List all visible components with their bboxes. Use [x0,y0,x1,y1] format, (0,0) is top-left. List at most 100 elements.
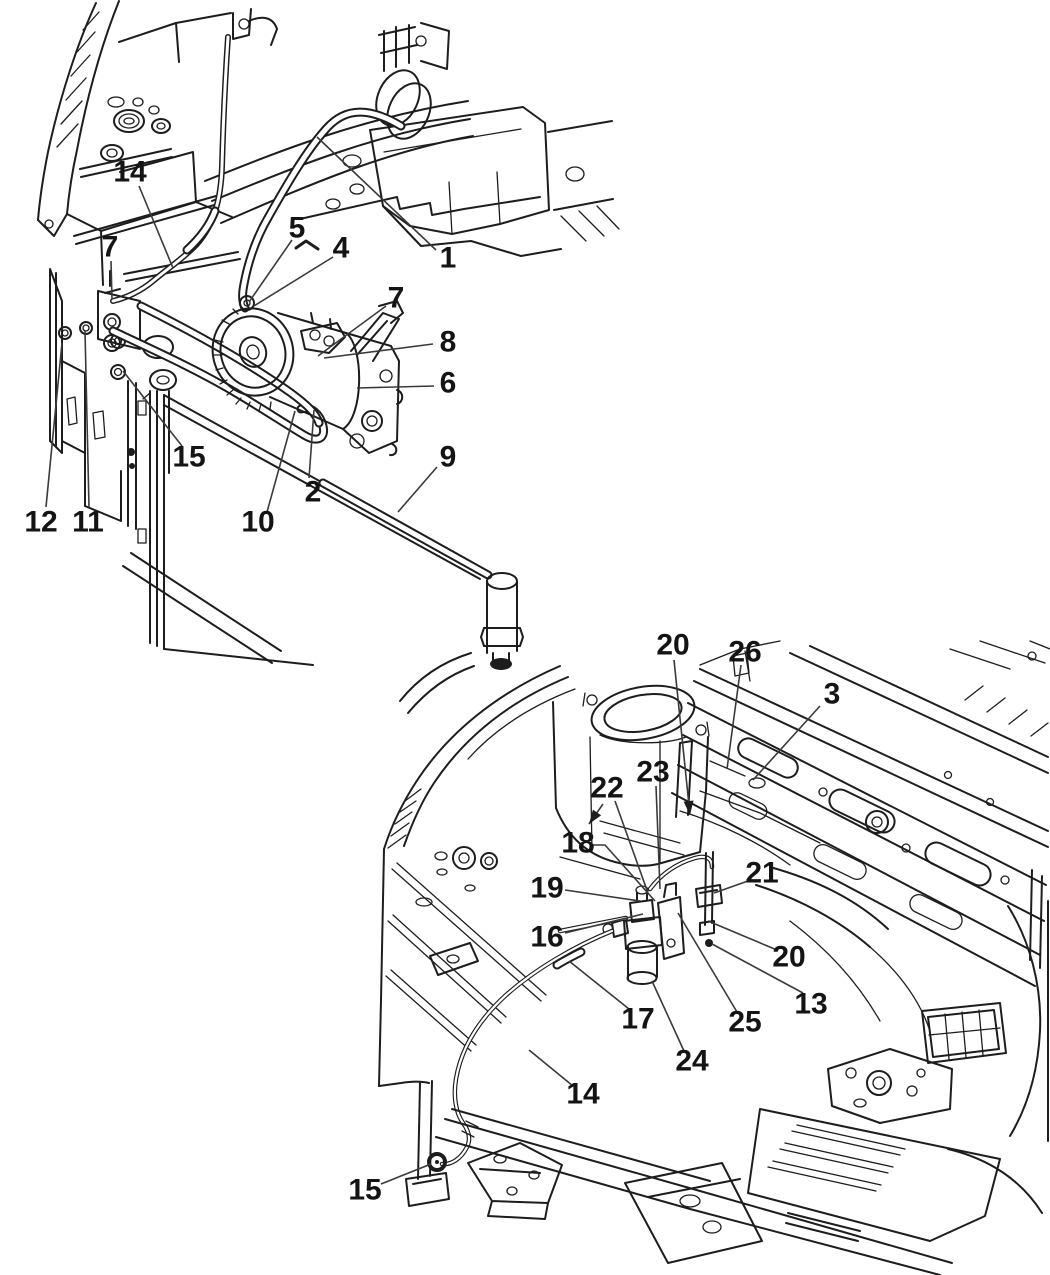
stud [129,463,135,469]
beam-cutout [728,792,768,820]
head-port [361,410,383,432]
upper-view [37,0,620,670]
leader-line [614,800,649,894]
callout-label: 5 [289,212,306,245]
leader-line [707,920,778,951]
callout-label: 19 [530,872,563,905]
callout-label: 13 [794,988,827,1021]
mount-bolt [705,939,713,947]
callout-upper_view-7: 7 [102,231,119,300]
callout-lower_view-23: 23 [636,756,670,890]
beam-cutout [737,737,799,779]
bracket-panel [49,268,86,454]
fender-curve [383,665,561,850]
hole [1000,875,1010,885]
hole [901,843,911,853]
callout-label: 7 [102,231,119,264]
plate-hole [679,1194,701,1208]
receiver-cap [490,658,512,670]
callout-label: 21 [745,857,778,890]
callout-label: 8 [440,326,457,359]
tube-clip [554,949,584,968]
bracket [378,22,450,72]
grommet [480,852,498,870]
callout-upper_view-15: 15 [122,370,206,474]
callout-lower_view-24: 24 [651,980,709,1078]
callout-lower_view-3: 3 [752,678,841,781]
receiver-top [486,572,518,590]
callout-label: 9 [440,441,457,474]
port [107,317,117,327]
booster-cap [123,117,135,125]
outlet-hose [648,855,714,891]
callout-label: 4 [333,232,350,265]
fender-panel [37,0,120,237]
port [107,338,117,348]
leader-line [138,185,174,269]
leader-line [84,330,90,508]
beam-edge [1029,869,1043,969]
fender-flange [37,213,68,237]
reservoir-body [552,701,709,867]
hole [415,35,427,47]
hole [818,787,828,797]
stud-mount [866,1070,892,1096]
callout-lower_view-22: 22 [588,772,649,894]
callout-label: 22 [590,772,623,805]
callout-label: 12 [24,506,57,539]
ear-hole [695,724,707,736]
callout-label: 18 [561,827,594,860]
clutch-hub [238,336,268,368]
callout-upper_view-6: 6 [356,367,456,400]
stud [127,448,135,456]
crossmember-line [435,1108,953,1275]
nut [82,324,90,332]
leader-line [651,980,685,1052]
hatch-line [387,788,422,849]
apron-edge [378,848,385,1087]
body-line [949,640,1050,670]
dash-curve [755,866,889,948]
fender-line [66,0,120,215]
leader-line [564,889,641,902]
leader-line [673,659,691,816]
callout-lower_view-26: 26 [726,636,762,770]
callout-upper_view-9: 9 [397,441,457,513]
callout-label: 2 [305,476,322,509]
callout-lower_view-18: 18 [561,827,656,902]
line-fitting [239,295,255,311]
strut-tower [66,12,241,286]
hatch-line [560,205,620,242]
clutch-pulley [219,315,287,389]
callout-upper_view-7: 7 [317,282,404,357]
hole [434,851,448,861]
grommet [452,846,476,870]
gusset-hole [493,1154,507,1164]
leader-line [528,1049,574,1087]
callout-label: 3 [824,678,841,711]
bolt [110,364,126,380]
leader-line [380,1163,432,1185]
frame-horn-panel [369,106,620,257]
hole [436,868,448,876]
hose-sleeve [184,208,218,253]
compressor [211,300,404,457]
callout-label: 11 [72,506,104,539]
callout-label: 15 [348,1174,381,1207]
plate-hole [702,1220,722,1234]
bolt [113,367,123,377]
manifold-port [309,329,321,341]
manifold [300,312,346,354]
callout-upper_view-11: 11 [72,330,104,539]
leader-line [726,664,742,770]
mount-tab [137,392,151,544]
condenser-face-line [122,552,282,664]
beam-cutout [909,894,963,930]
drier-cylinder [627,946,658,980]
brace-strap [73,148,241,282]
tube [440,929,614,1166]
discharge-hose [238,107,406,313]
support-bracket [699,640,781,777]
bolt [865,810,889,834]
